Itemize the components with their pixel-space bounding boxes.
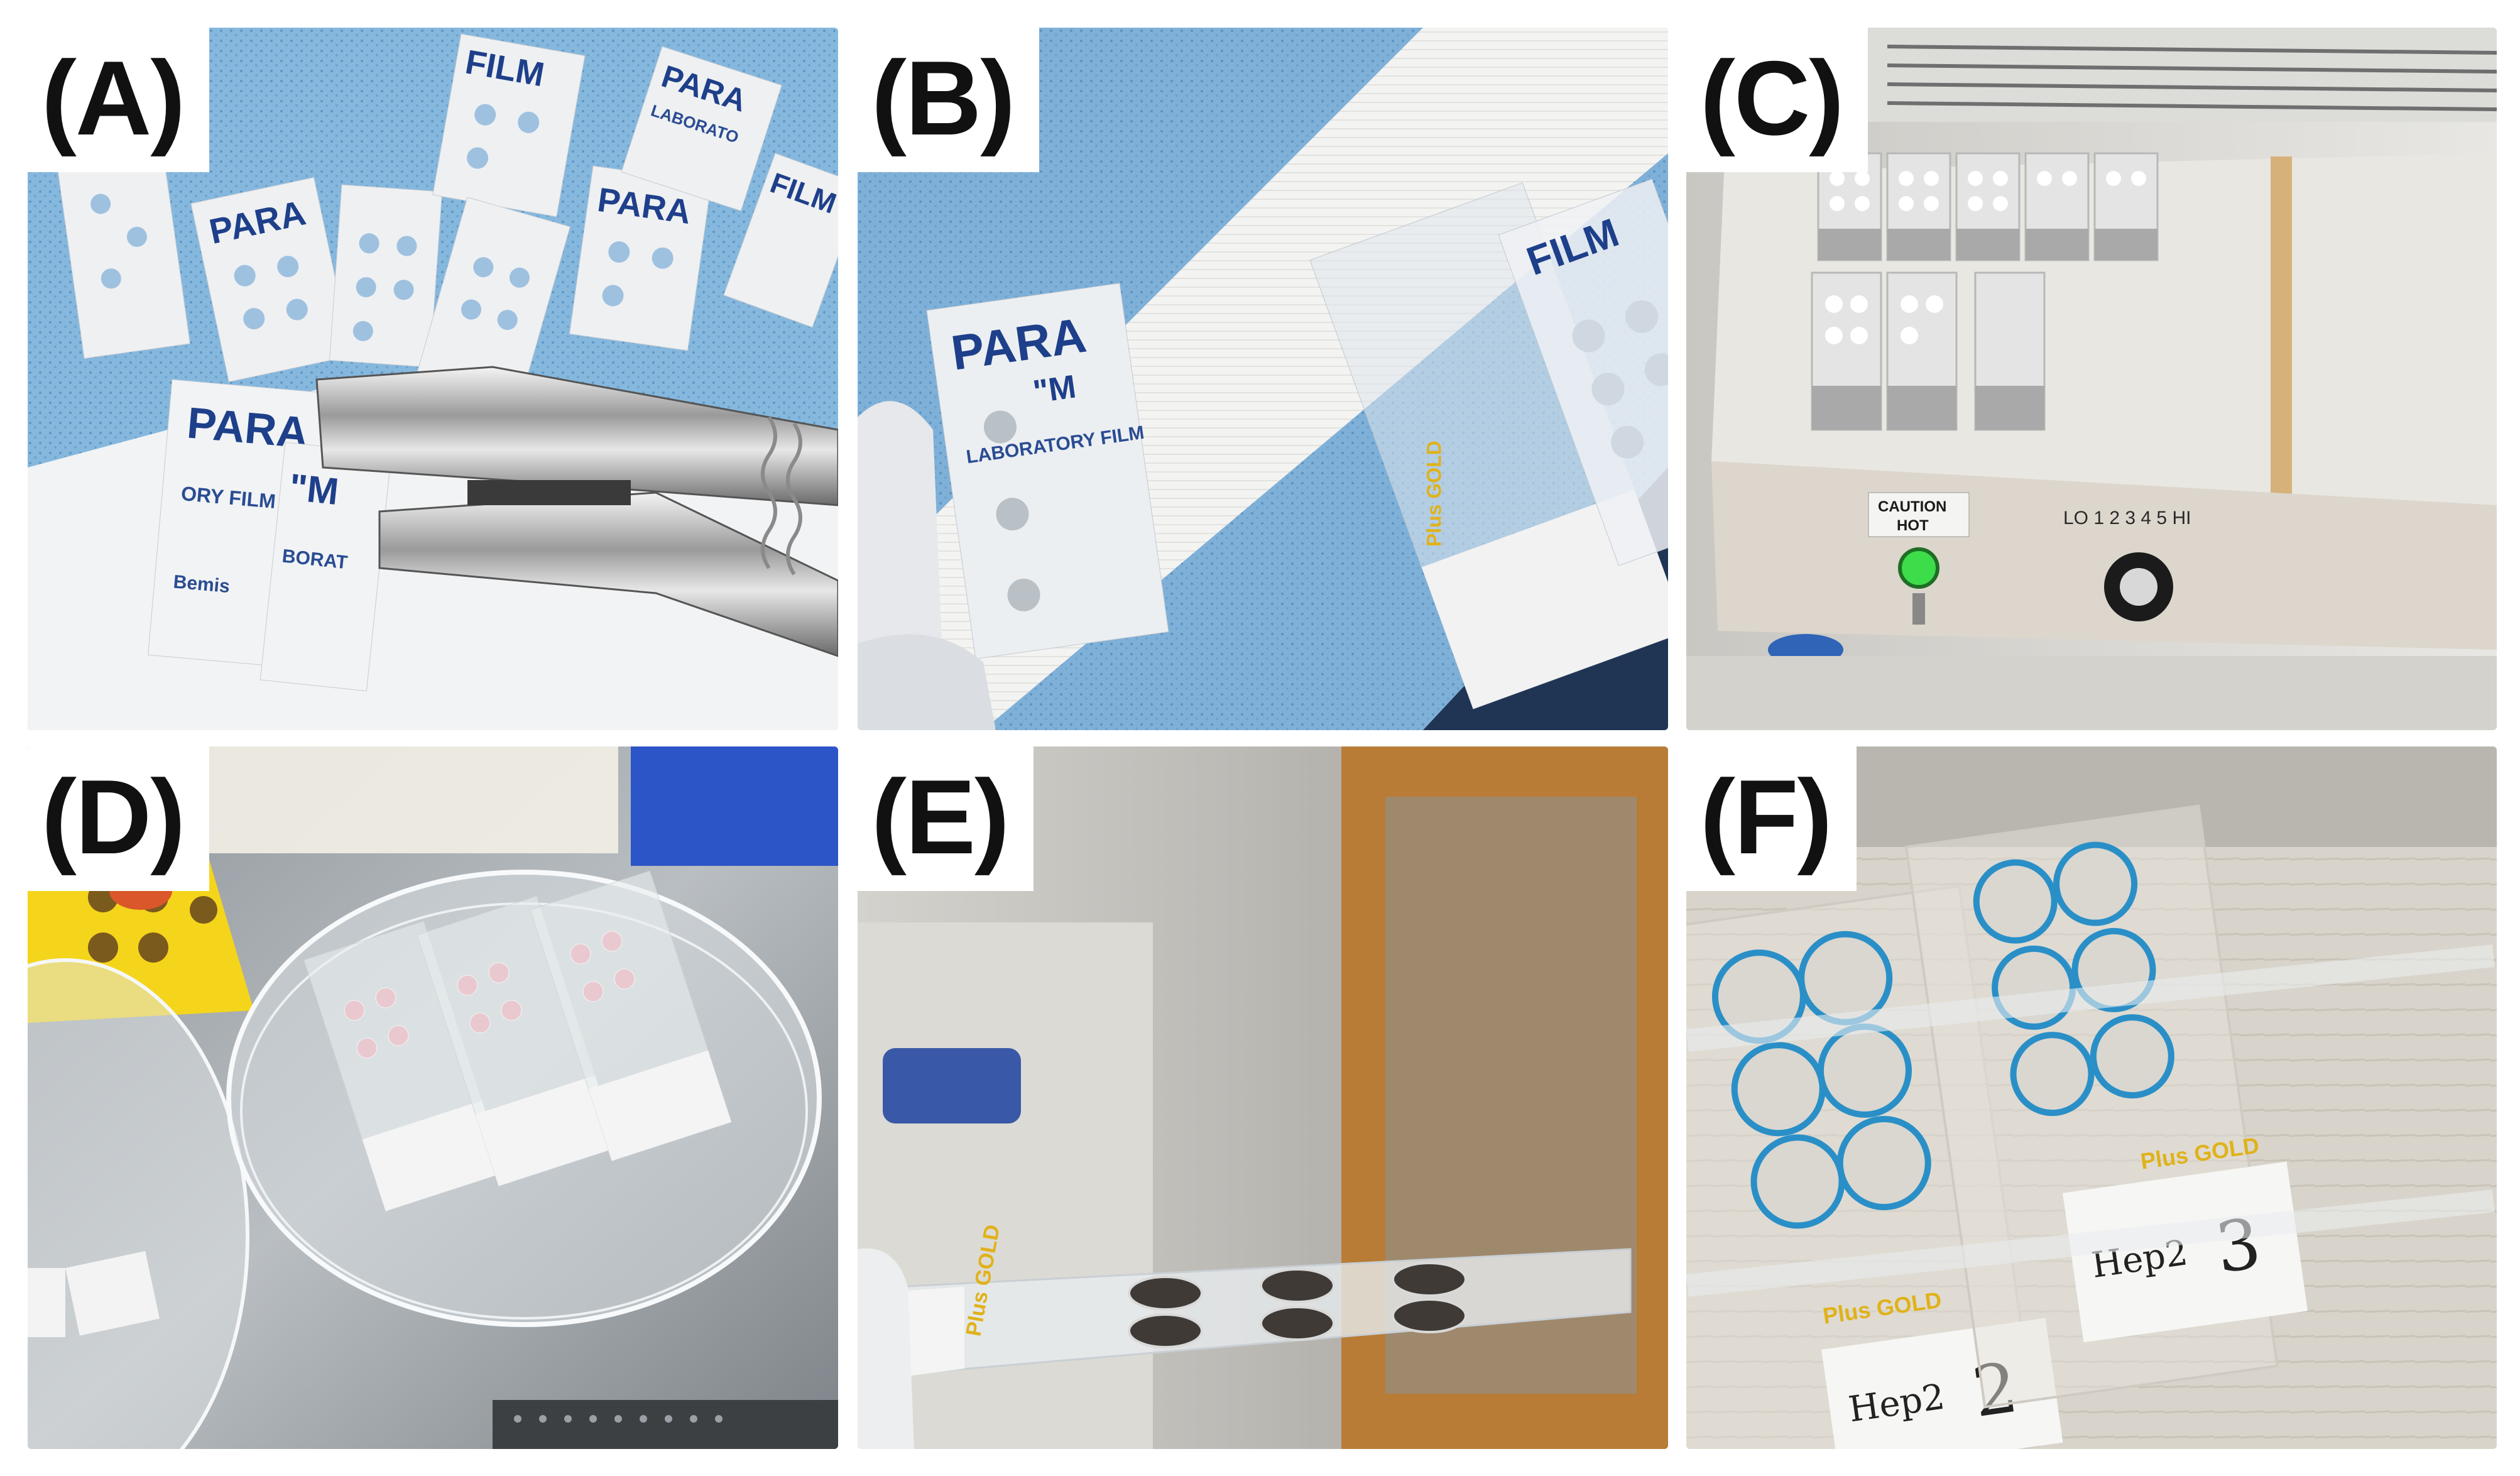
svg-text:HOT: HOT bbox=[1897, 517, 1929, 534]
panel-c: (C) bbox=[1686, 28, 2497, 730]
svg-text:Plus GOLD: Plus GOLD bbox=[1423, 440, 1446, 547]
panel-label-a: (A) bbox=[28, 28, 210, 172]
glass-slide: Plus GOLD bbox=[870, 1223, 1632, 1381]
photo-slide-held: Plus GOLD bbox=[858, 746, 1668, 1449]
svg-text:Bemis: Bemis bbox=[173, 571, 231, 597]
panel-f: (F) Plus GOLD Hep2 bbox=[1686, 746, 2497, 1449]
indicator-light bbox=[1898, 547, 1939, 589]
panel-label-c: (C) bbox=[1686, 28, 1868, 172]
svg-text:LO 1 2 3 4 5 HI: LO 1 2 3 4 5 HI bbox=[2063, 508, 2191, 528]
panel-label-d: (D) bbox=[28, 746, 210, 891]
parafilm-piece: PARA FILM bbox=[52, 33, 838, 692]
photo-hot-plate: CAUTION HOT LO 1 2 3 4 5 HI bbox=[1686, 28, 2497, 730]
svg-text:"M: "M bbox=[1031, 368, 1078, 410]
glass-slide bbox=[303, 921, 506, 1212]
photo-parafilm-punch: PARA FILM bbox=[28, 28, 838, 730]
panel-e: (E) Plus GOLD bbox=[858, 746, 1668, 1449]
svg-text:"M: "M bbox=[287, 466, 341, 513]
panel-d: (D) bbox=[28, 746, 838, 1449]
panel-label-b: (B) bbox=[858, 28, 1040, 172]
hole-punch-tool bbox=[315, 366, 838, 657]
panel-a: (A) bbox=[28, 28, 838, 730]
parafilm-piece: PARA "M LABORATORY FILM bbox=[926, 283, 1169, 660]
panel-label-f: (F) bbox=[1686, 746, 1857, 891]
panel-b: (B) Plus GOL bbox=[858, 28, 1668, 730]
svg-text:CAUTION: CAUTION bbox=[1878, 498, 1946, 515]
panel-label-e: (E) bbox=[858, 746, 1034, 891]
